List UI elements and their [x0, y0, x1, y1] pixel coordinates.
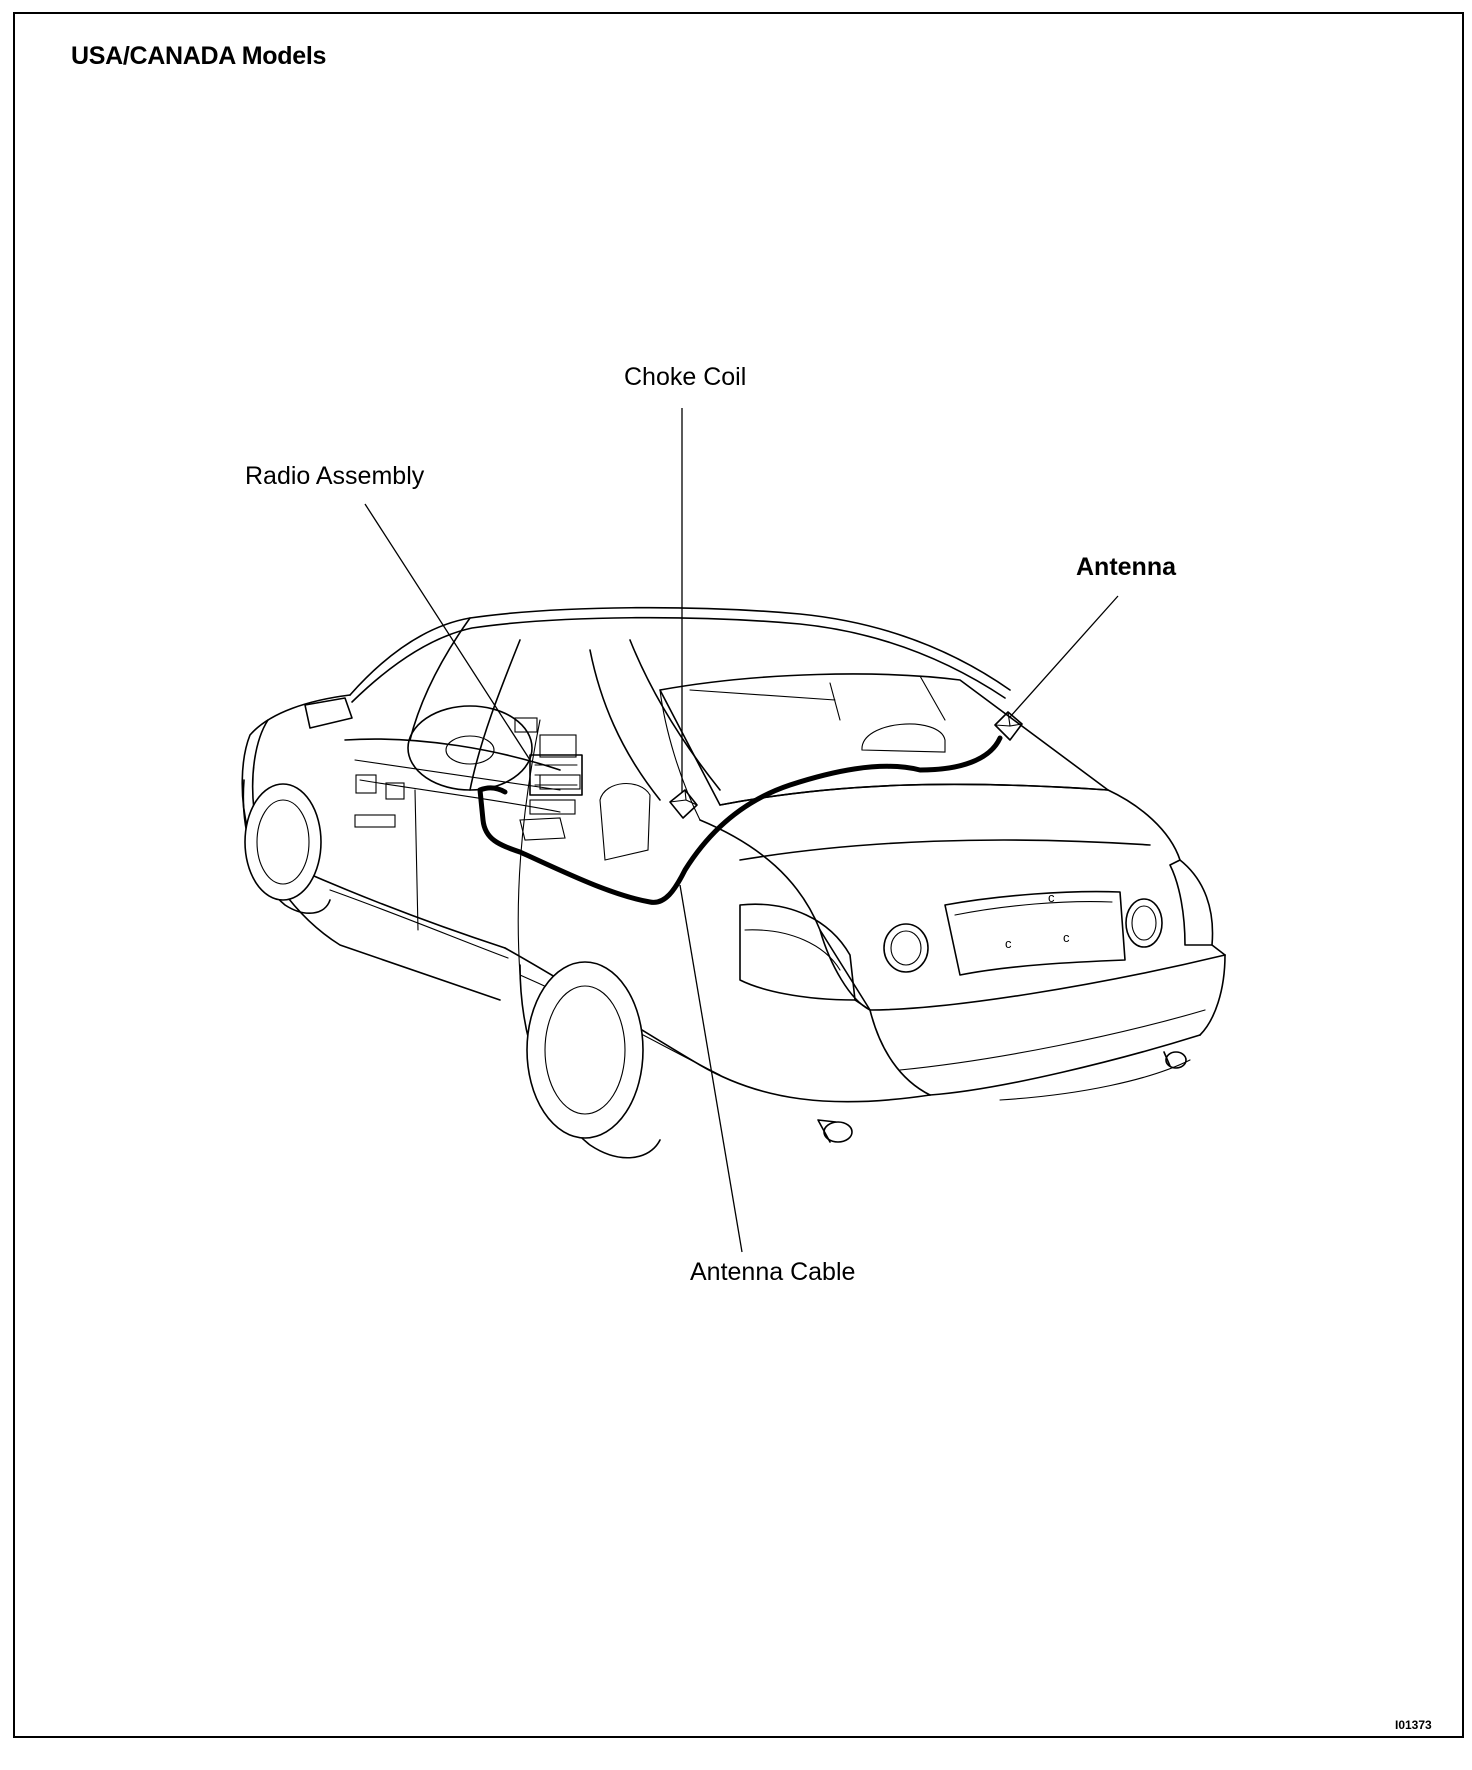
plate-mark-right: c: [1063, 930, 1070, 945]
antenna-cable-label: Antenna Cable: [690, 1258, 856, 1286]
radio-assembly-unit: [529, 754, 583, 796]
antenna-unit: [994, 711, 1023, 741]
figure-number: I01373: [1395, 1718, 1432, 1732]
diagram-frame: [13, 12, 1464, 1738]
front-wheel: [242, 779, 331, 914]
antenna-leader: [1009, 595, 1119, 718]
choke-coil-label: Choke Coil: [624, 363, 747, 391]
antenna-cable-leader: [679, 884, 743, 1253]
leader-lines: [364, 408, 1119, 1253]
antenna-cable-line: [477, 735, 1003, 905]
radio-assembly-leader: [364, 503, 531, 761]
radio-assembly-label: Radio Assembly: [245, 462, 425, 490]
plate-mark-left: c: [1005, 936, 1012, 951]
car-body: [241, 606, 1226, 1143]
rear-wheel: [519, 961, 661, 1159]
choke-coil-unit: [669, 789, 698, 819]
models-heading: USA/CANADA Models: [71, 42, 327, 70]
antenna-label: Antenna: [1076, 553, 1176, 581]
plate-mark-top: c: [1048, 890, 1055, 905]
